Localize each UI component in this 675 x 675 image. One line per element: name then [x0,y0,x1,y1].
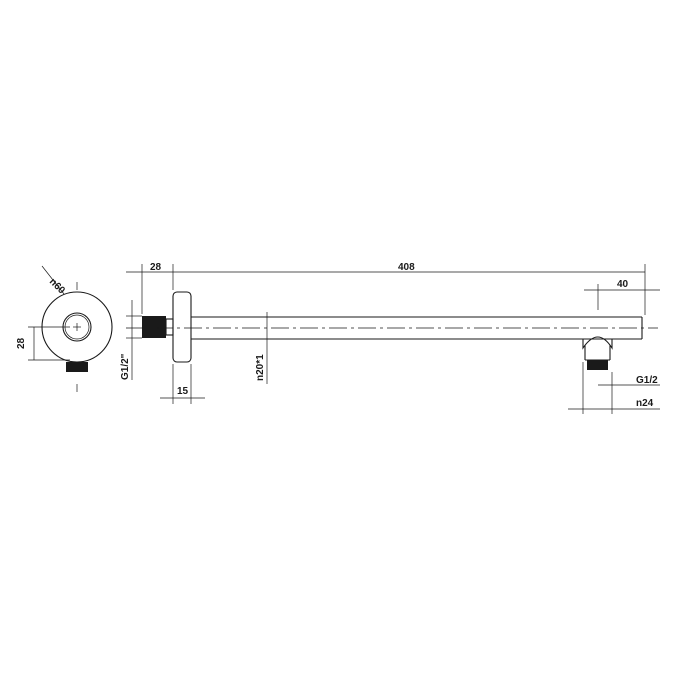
side-wall-flange [172,291,192,363]
front-thread-stub [66,362,88,372]
dim-length-label: 408 [398,262,415,273]
dim-outlet-thread-label: G1/2 [636,375,658,386]
outlet-elbow [582,336,613,350]
front-height-label: 28 [16,337,27,349]
side-view: 28 408 40 G1/2" 15 n20*1 G1/2 n24 [120,262,660,414]
dim-pipe-label: n20*1 [255,354,266,381]
dim-outlet-diameter-label: n24 [636,398,654,409]
dim-flange-label: 15 [177,386,189,397]
dim-thread-label: G1/2" [120,353,131,380]
outlet-thread [587,360,608,370]
side-neck [165,318,174,336]
front-diameter-leader [41,265,65,295]
front-view: n60 28 [16,265,113,392]
dim-offset-label: 40 [617,279,629,290]
dim-depth-label: 28 [150,262,162,273]
side-thread-nipple [142,316,166,338]
